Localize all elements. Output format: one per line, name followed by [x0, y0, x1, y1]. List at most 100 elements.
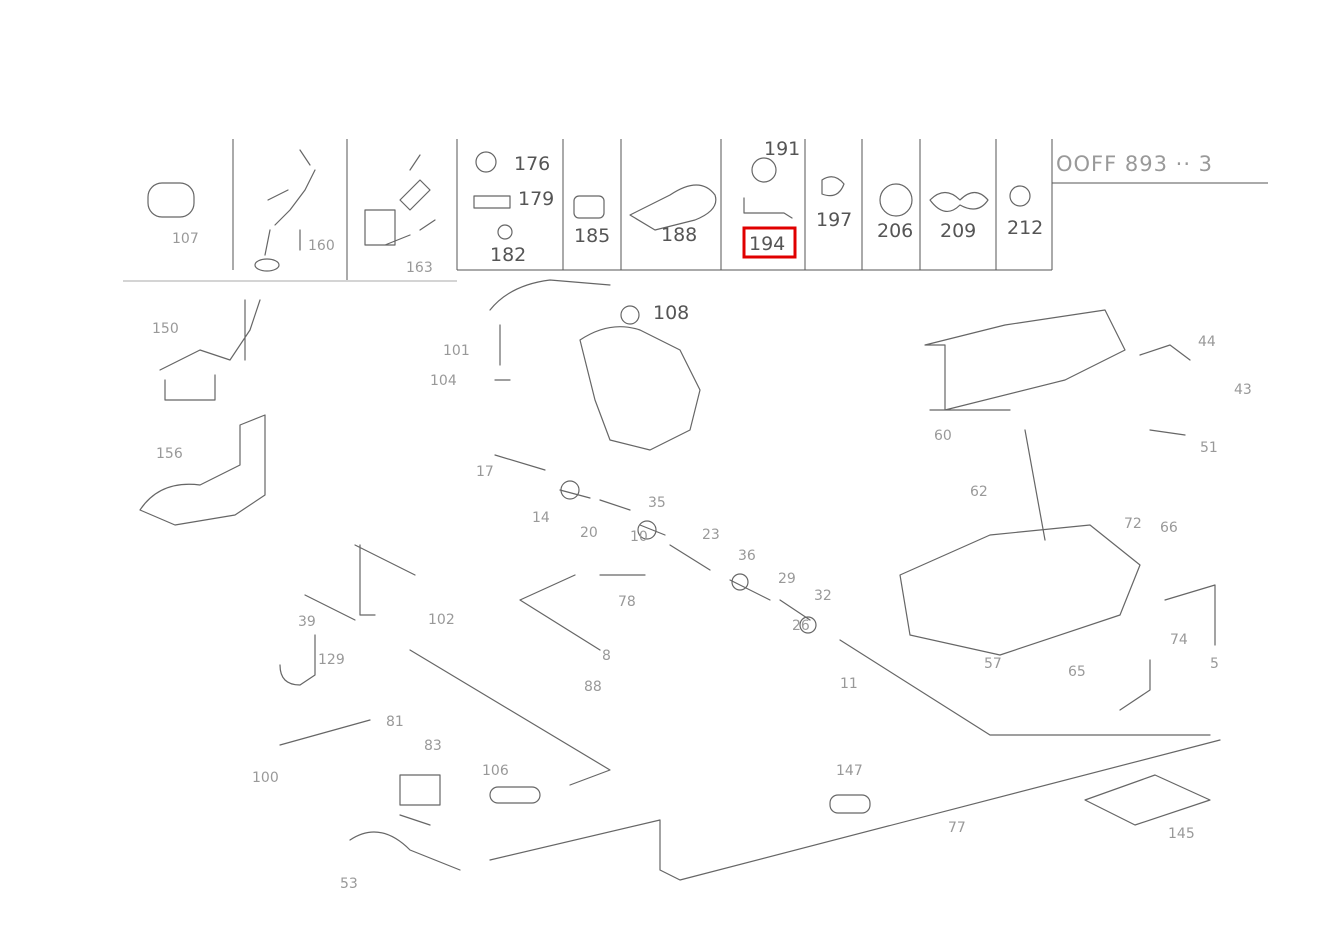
part-thumb-lever [629, 184, 717, 231]
callout-label: 29 [778, 571, 796, 587]
callout-label: 36 [738, 548, 756, 564]
callout-label: 39 [298, 614, 316, 630]
callout-label: 81 [386, 714, 404, 730]
callout-label: 104 [430, 373, 457, 389]
left-lower-assembly [139, 414, 266, 526]
callout-label: 51 [1200, 440, 1218, 456]
callout-label: 32 [814, 588, 832, 604]
long-pipe-diagonal [409, 649, 611, 786]
callout-label: 53 [340, 876, 358, 892]
callout-191[interactable]: 191 [764, 138, 800, 160]
callout-label: 83 [424, 738, 442, 754]
selected-callout-highlight [742, 226, 797, 259]
vacuum-hose-upper [489, 279, 611, 381]
part-thumb-bracket [364, 154, 436, 246]
callout-194[interactable]: 194 [749, 233, 785, 255]
parts-header-table: 107 160 163 176 179 182 185 188 191 194 … [123, 138, 1268, 282]
filter-pad [1084, 774, 1211, 826]
callout-185[interactable]: 185 [574, 225, 610, 247]
hose-connector [731, 573, 749, 591]
callout-label: 77 [948, 820, 966, 836]
part-thumb-linkage [254, 149, 316, 272]
callout-label: 35 [648, 495, 666, 511]
engine-brackets [1139, 344, 1191, 436]
callout-212[interactable]: 212 [1007, 217, 1043, 239]
callout-197[interactable]: 197 [816, 209, 852, 231]
bent-pipe-left [354, 544, 416, 616]
callout-label: 88 [584, 679, 602, 695]
hose-connector [637, 520, 657, 540]
document-code: OOFF 893 ·· 3 [1056, 152, 1213, 176]
callout-188[interactable]: 188 [661, 224, 697, 246]
callout-label: 14 [532, 510, 550, 526]
callout-176[interactable]: 176 [514, 153, 550, 175]
part-thumb-bushing [821, 176, 845, 197]
callout-209[interactable]: 209 [940, 220, 976, 242]
callout-206[interactable]: 206 [877, 220, 913, 242]
callout-label: 10 [630, 529, 648, 545]
part-thumb-spring-clip [743, 197, 793, 219]
engine-block-upper [924, 309, 1126, 411]
callout-label: 129 [318, 652, 345, 668]
callout-label: 78 [618, 594, 636, 610]
part-thumb-bearing [879, 183, 913, 217]
body-callouts: 108 150 156 101 104 17 14 20 10 35 23 36… [152, 302, 1252, 892]
callout-179[interactable]: 179 [518, 188, 554, 210]
callout-label: 160 [308, 238, 335, 254]
part-thumb-pin [1009, 185, 1031, 207]
callout-label: 5 [1210, 656, 1219, 672]
callout-label: 8 [602, 648, 611, 664]
callout-label: 101 [443, 343, 470, 359]
main-vacuum-line [349, 739, 1221, 881]
hose-connector [799, 616, 817, 634]
left-upper-assembly [159, 299, 261, 401]
callout-label: 17 [476, 464, 494, 480]
part-thumb-washer [475, 151, 497, 173]
callout-label: 23 [702, 527, 720, 543]
elbow-fitting [279, 634, 316, 686]
leader-line [1024, 429, 1046, 541]
callout-label: 44 [1198, 334, 1216, 350]
callout-label: 26 [792, 618, 810, 634]
callout-label: 100 [252, 770, 279, 786]
callout-label: 43 [1234, 382, 1252, 398]
callout-label: 66 [1160, 520, 1178, 536]
callout-label: 72 [1124, 516, 1142, 532]
callout-label: 107 [172, 231, 199, 247]
part-thumb-spacer [473, 195, 511, 209]
callout-label: 57 [984, 656, 1002, 672]
valve-cluster [279, 719, 441, 826]
short-pipe [304, 594, 356, 621]
throttle-assembly [899, 524, 1141, 656]
hose-chain [494, 454, 1211, 736]
bent-pipe-mid [519, 574, 601, 651]
callout-108[interactable]: 108 [653, 302, 689, 324]
callout-label: 145 [1168, 826, 1195, 842]
hose-sleeve [829, 794, 871, 814]
callout-label: 62 [970, 484, 988, 500]
exploded-assembly [139, 279, 1221, 881]
callout-label: 106 [482, 763, 509, 779]
part-thumb-grommet [573, 195, 605, 219]
right-linkage [1119, 584, 1216, 711]
part-thumb-sleeve [147, 182, 195, 218]
callout-label: 65 [1068, 664, 1086, 680]
hose-sleeve [489, 786, 541, 804]
callout-label: 11 [840, 676, 858, 692]
callout-label: 102 [428, 612, 455, 628]
callout-label: 147 [836, 763, 863, 779]
callout-label: 150 [152, 321, 179, 337]
pump-fitting [620, 305, 640, 325]
pump-body [579, 326, 701, 451]
callout-182[interactable]: 182 [490, 244, 526, 266]
hose-connector [560, 480, 580, 500]
callout-label: 60 [934, 428, 952, 444]
callout-label: 156 [156, 446, 183, 462]
part-thumb-coupling [929, 191, 989, 212]
part-thumb-clip [751, 157, 777, 183]
callout-label: 163 [406, 260, 433, 276]
callout-label: 20 [580, 525, 598, 541]
callout-label: 74 [1170, 632, 1188, 648]
part-thumb-nut [497, 224, 513, 240]
